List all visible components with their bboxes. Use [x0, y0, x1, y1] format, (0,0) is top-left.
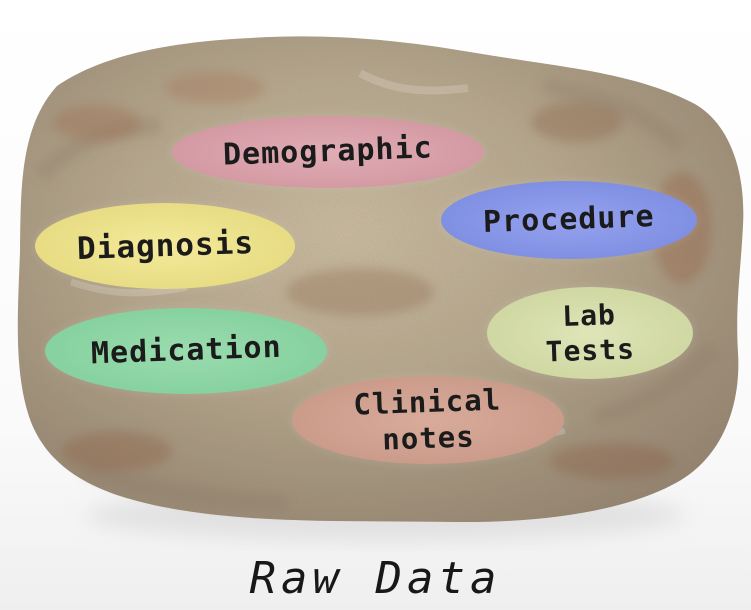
clinical-notes-label: Clinical notes	[292, 376, 564, 464]
demographic-text: Demographic	[223, 130, 434, 175]
demographic-label: Demographic	[172, 116, 484, 188]
lab-tests-text: Lab Tests	[544, 296, 636, 369]
raw-data-caption: Raw Data	[0, 546, 751, 610]
medication-label: Medication	[45, 308, 327, 394]
procedure-text: Procedure	[483, 198, 656, 241]
raw-data-caption-text: Raw Data	[250, 553, 502, 604]
lab-tests-label: Lab Tests	[487, 287, 693, 379]
procedure-label: Procedure	[441, 181, 697, 259]
diagnosis-label: Diagnosis	[35, 203, 295, 289]
clinical-notes-text: Clinical notes	[353, 381, 503, 459]
diagnosis-text: Diagnosis	[76, 224, 254, 269]
medication-text: Medication	[90, 329, 282, 373]
